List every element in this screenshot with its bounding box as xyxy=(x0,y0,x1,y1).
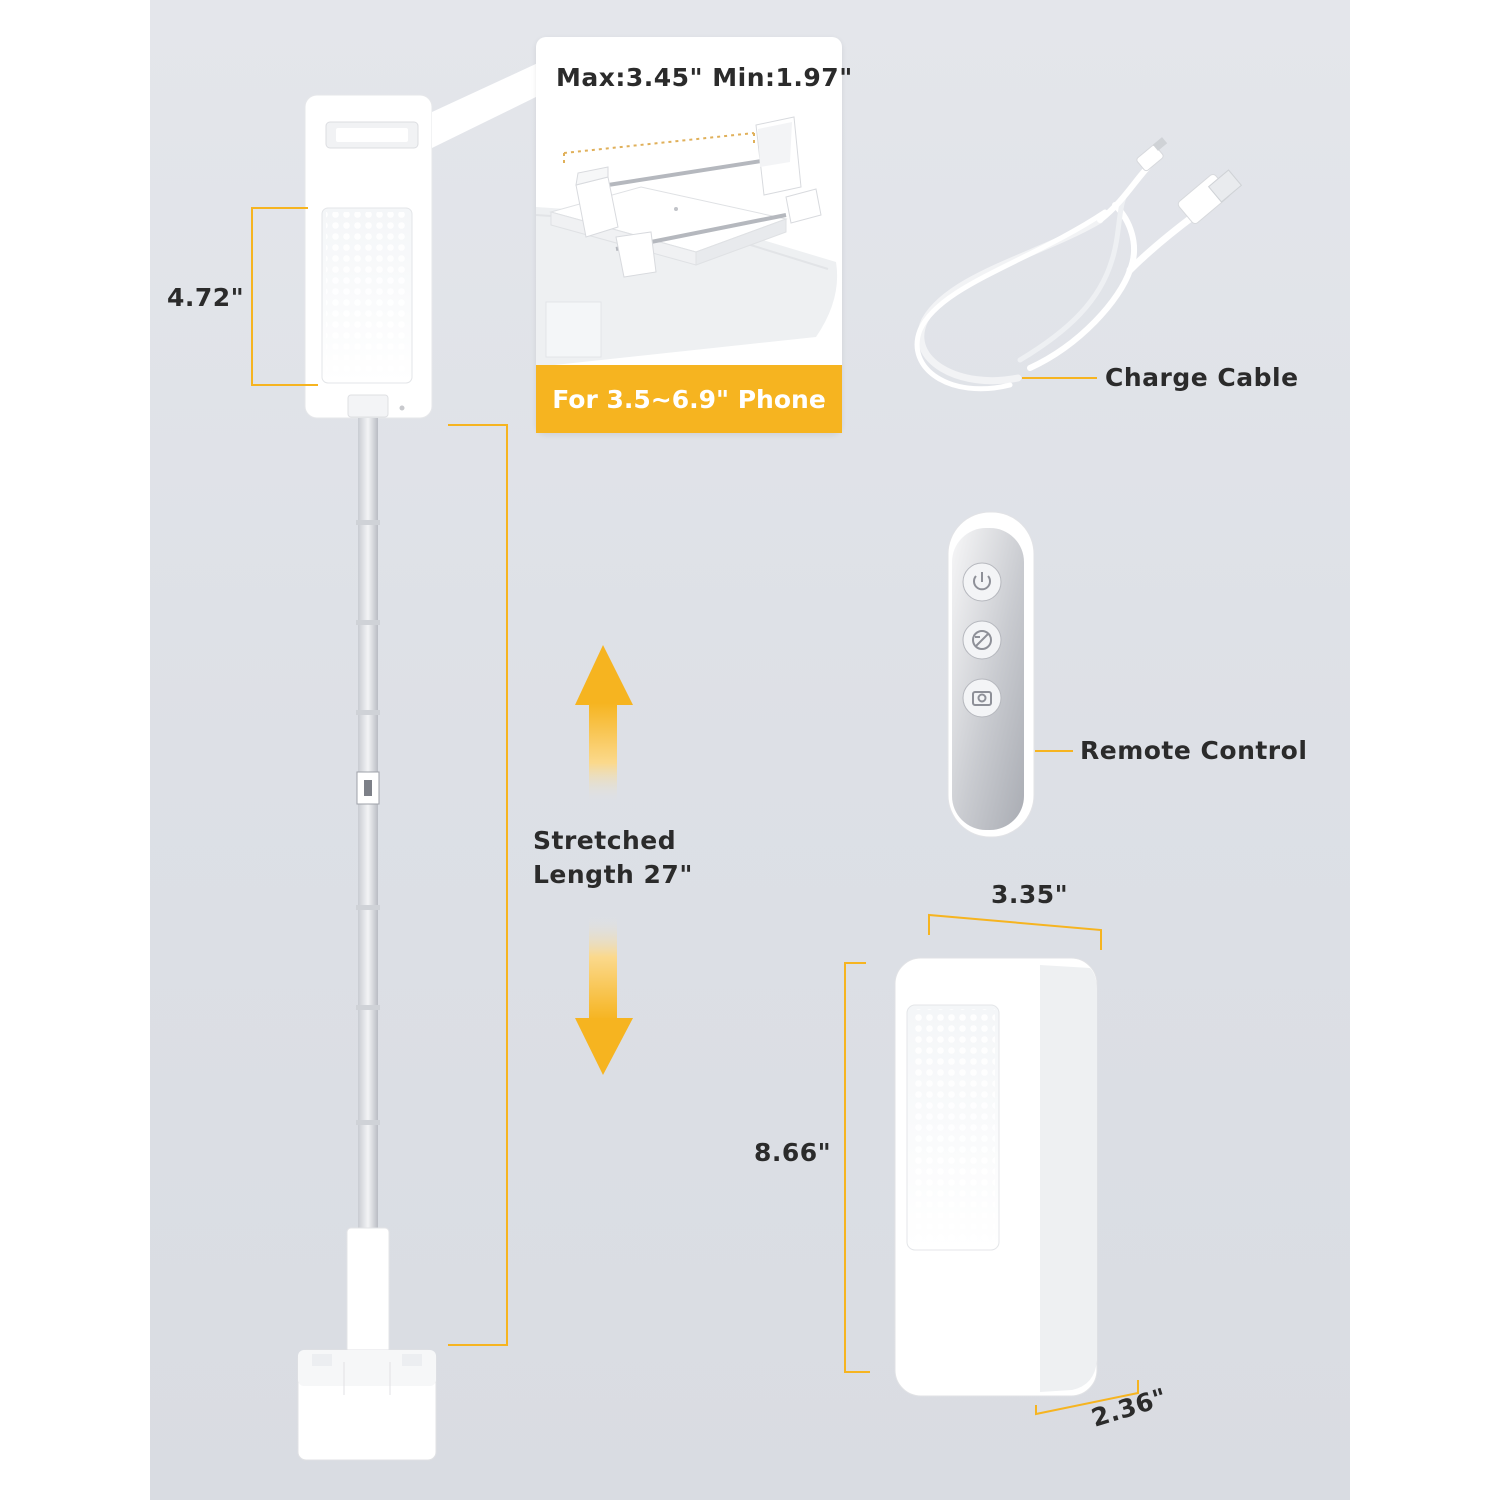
folded-light-illustration xyxy=(894,957,1098,1397)
phone-clamp-callout: Max:3.45" Min:1.97" For 3.5~6.9" Phone xyxy=(535,37,852,433)
stretched-length-label-line1: Stretched xyxy=(533,826,677,855)
remote-control-illustration xyxy=(947,511,1035,838)
dimension-lines xyxy=(251,207,1139,1416)
callout-pointer xyxy=(432,62,540,148)
phone-size-banner: For 3.5~6.9" Phone xyxy=(536,365,842,433)
usb-connector xyxy=(1136,137,1243,225)
remote-control-label: Remote Control xyxy=(1080,736,1308,765)
folded-height-label: 8.66" xyxy=(754,1138,832,1167)
phone-size-label: For 3.5~6.9" Phone xyxy=(552,384,826,414)
folded-width-label: 3.35" xyxy=(991,880,1069,909)
light-head xyxy=(304,94,433,419)
stretched-length-label-line2: Length 27" xyxy=(533,860,693,889)
telescopic-pole xyxy=(346,418,390,1359)
charge-cable-label: Charge Cable xyxy=(1105,363,1299,392)
power-icon xyxy=(973,572,991,591)
charge-cable xyxy=(914,162,1199,392)
stand-base xyxy=(297,1349,437,1461)
down-arrow-icon xyxy=(575,915,633,1075)
phone-clamp-illustration xyxy=(535,116,838,367)
clamp-range-label: Max:3.45" Min:1.97" xyxy=(556,63,853,92)
light-height-label: 4.72" xyxy=(167,283,245,312)
up-arrow-icon xyxy=(575,645,633,803)
brightness-icon xyxy=(972,630,992,650)
camera-icon xyxy=(972,691,992,706)
